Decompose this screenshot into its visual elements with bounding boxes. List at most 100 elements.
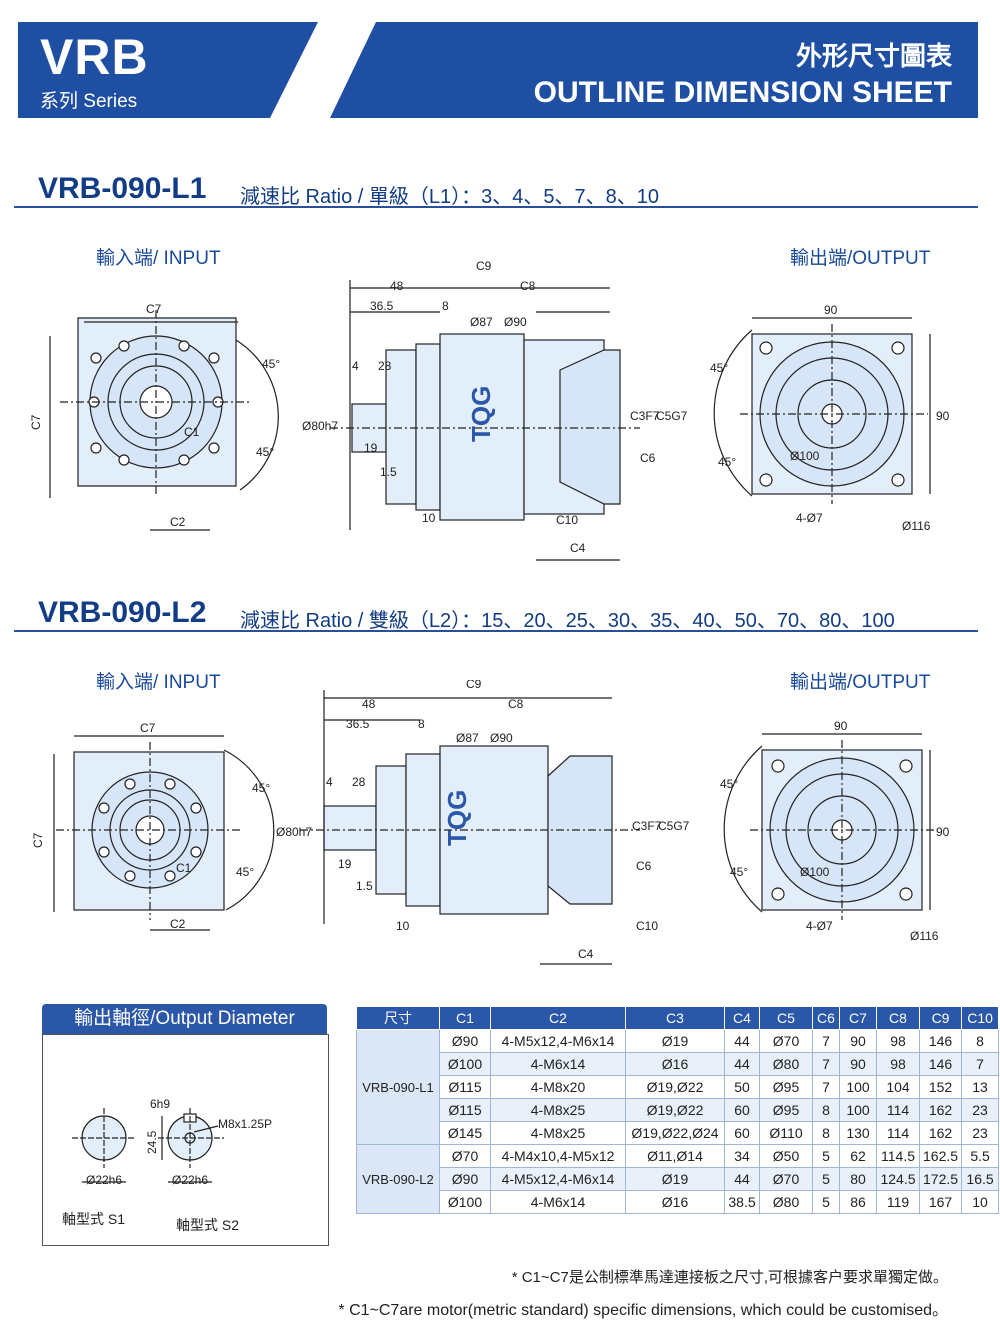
spec-cell: Ø95	[759, 1075, 813, 1099]
spec-cell: 98	[876, 1052, 920, 1076]
dim-48: 48	[390, 279, 404, 293]
spec-cell: 8	[812, 1098, 840, 1122]
dim-116: Ø116	[902, 519, 931, 533]
spec-cell: 104	[876, 1075, 920, 1099]
s2-label: 軸型式 S2	[176, 1217, 239, 1233]
spec-cell: 5	[812, 1144, 840, 1168]
spec-cell: 44	[724, 1029, 760, 1053]
spec-cell: 10	[961, 1190, 1000, 1214]
spec-cell: Ø19,Ø22,Ø24	[625, 1121, 725, 1145]
spec-header-9: C9	[918, 1006, 963, 1030]
spec-cell: 4-M6x14	[490, 1052, 626, 1076]
dim2-87: Ø87	[456, 731, 479, 745]
spec-cell: 5	[812, 1190, 840, 1214]
spec-header-3: C3	[625, 1006, 725, 1030]
spec-cell: 167	[918, 1190, 963, 1214]
spec-cell: 162	[918, 1121, 963, 1145]
spec-cell: 7	[812, 1052, 840, 1076]
dim-4: 4	[352, 359, 359, 373]
spec-header-8: C8	[876, 1006, 920, 1030]
spec-cell: Ø16	[625, 1052, 725, 1076]
dim2-45b: 45°	[236, 865, 254, 879]
dim-100: Ø100	[790, 449, 820, 463]
section1-input-label: 輸入端/ INPUT	[96, 248, 221, 269]
dim2-116: Ø116	[910, 929, 939, 943]
spec-header-5: C5	[759, 1006, 813, 1030]
dim2-c3: C3F7	[632, 819, 662, 833]
dim2-c1: C1	[176, 861, 192, 875]
spec-cell: 90	[839, 1052, 877, 1076]
section2-drawing: C7 C7 C1 C2 45° 45° C9 48 C8 36.5 8 Ø87 …	[31, 680, 950, 965]
spec-cell: Ø115	[439, 1075, 491, 1099]
spec-cell: 4-M5x12,4-M6x14	[490, 1167, 626, 1191]
dim-c6: C6	[640, 451, 656, 465]
dim-8: 8	[442, 299, 449, 313]
spec-cell: 13	[961, 1075, 1000, 1099]
spec-cell: Ø90	[439, 1167, 491, 1191]
s1-label: 軸型式 S1	[62, 1211, 125, 1227]
dim2-c7-side: C7	[31, 832, 45, 848]
spec-cell: 146	[918, 1029, 963, 1053]
spec-cell: Ø100	[439, 1052, 491, 1076]
spec-header-7: C7	[839, 1006, 877, 1030]
dim-c2: C2	[170, 515, 186, 529]
s2-dim: Ø22h6	[172, 1173, 208, 1187]
spec-cell: 80	[839, 1167, 877, 1191]
dim-87: Ø87	[470, 315, 493, 329]
spec-cell: Ø100	[439, 1190, 491, 1214]
spec-cell: 38.5	[724, 1190, 760, 1214]
spec-cell: 23	[961, 1121, 1000, 1145]
dim-36: 36.5	[370, 299, 394, 313]
dim2-8: 8	[418, 717, 425, 731]
spec-cell: 7	[961, 1052, 1000, 1076]
output-diameter-drawing: Ø22h6 軸型式 S1 6h9 M8x1.25P 24.5 Ø22h6 軸型式…	[62, 1097, 272, 1233]
spec-cell: Ø11,Ø14	[625, 1144, 725, 1168]
spec-cell: Ø90	[439, 1029, 491, 1053]
spec-cell: 152	[918, 1075, 963, 1099]
spec-cell: 5	[812, 1167, 840, 1191]
s1-dim: Ø22h6	[86, 1173, 122, 1187]
dim2-48: 48	[362, 697, 376, 711]
section1-drawing: C7 C7 C1 C2 45° 45° C9 48 C8 36.5 8 Ø87 …	[29, 260, 950, 561]
spec-cell: 60	[724, 1121, 760, 1145]
dim-c8: C8	[520, 279, 536, 293]
spec-header-10: C10	[961, 1006, 1000, 1030]
dim-45c: 45°	[710, 361, 728, 375]
dim-c7-side: C7	[29, 414, 43, 430]
s2-thread: M8x1.25P	[218, 1117, 272, 1131]
spec-cell: 4-M8x25	[490, 1121, 626, 1145]
spec-cell: 4-M8x20	[490, 1075, 626, 1099]
dim2-19: 19	[338, 857, 352, 871]
spec-cell: Ø16	[625, 1190, 725, 1214]
dim-45a: 45°	[262, 357, 280, 371]
dim2-45d: 45°	[730, 865, 748, 879]
title-cn: 外形尺寸圖表	[795, 41, 952, 71]
dim2-90-side: 90	[936, 825, 950, 839]
spec-cell: Ø115	[439, 1098, 491, 1122]
dim-c9: C9	[476, 260, 492, 273]
dim-28: 28	[378, 359, 392, 373]
spec-cell: 4-M5x12,4-M6x14	[490, 1029, 626, 1053]
spec-cell: 23	[961, 1098, 1000, 1122]
section2-input-label: 輸入端/ INPUT	[96, 672, 221, 693]
dim2-4: 4	[326, 775, 333, 789]
dim2-90phi: Ø90	[490, 731, 513, 745]
spec-cell: Ø50	[759, 1144, 813, 1168]
spec-cell: 44	[724, 1052, 760, 1076]
dim-19: 19	[364, 441, 378, 455]
brand-logo-2: TQG	[442, 790, 472, 846]
spec-cell: 146	[918, 1052, 963, 1076]
dim-c3: C3F7	[630, 409, 660, 423]
dim2-45a: 45°	[252, 781, 270, 795]
spec-cell: Ø70	[759, 1167, 813, 1191]
dim2-80h7: Ø80h7	[276, 825, 312, 839]
title-en: OUTLINE DIMENSION SHEET	[533, 76, 952, 109]
spec-cell: 100	[839, 1075, 877, 1099]
dim2-28: 28	[352, 775, 366, 789]
